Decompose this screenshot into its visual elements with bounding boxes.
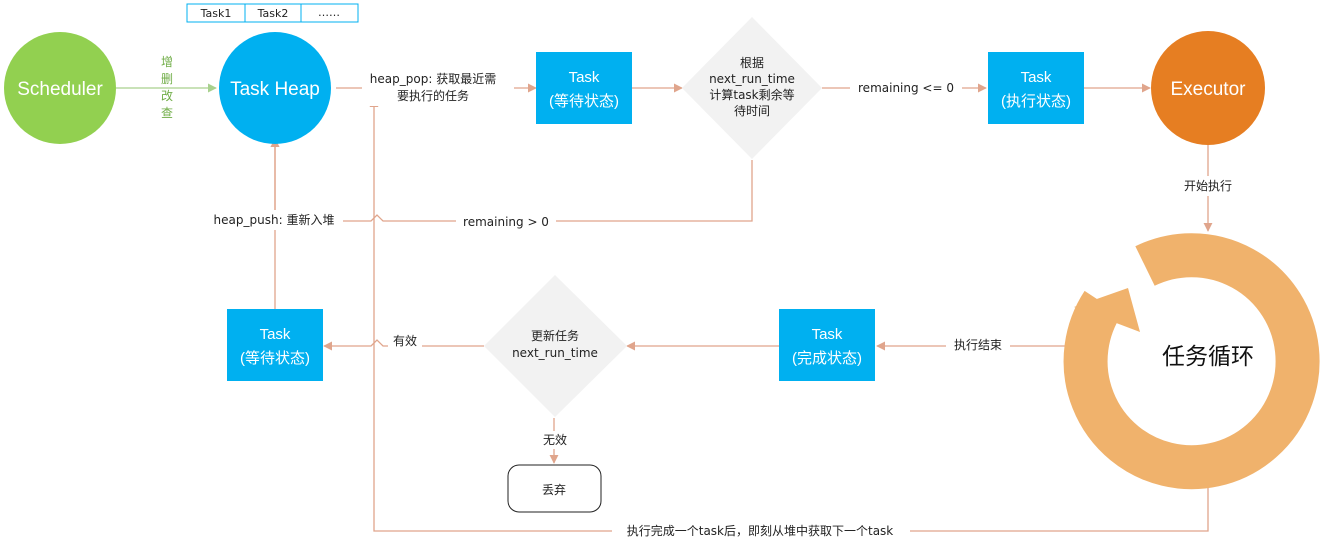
scheduler-node [4,32,116,144]
task-waiting-left-box [227,309,323,381]
loop-arrowhead [1074,288,1140,332]
exec-end-label-bg [946,336,1010,354]
heap-push-label: heap_push: 重新入堆 [214,212,335,227]
task-done-line2: (完成状态) [792,350,862,367]
scheduler-label: Scheduler [17,79,103,100]
task-waiting-top-box [536,52,632,124]
decision-remaining-line1: 根据 [740,56,764,70]
decision-remaining-line3: 计算task剩余等 [709,87,794,102]
loop-back-label: 执行完成一个task后，即刻从堆中获取下一个task [627,523,894,538]
valid-label: 有效 [393,333,417,348]
heap-item-2-label: Task2 [257,7,289,20]
discard-box [507,464,602,513]
crud-label-delete: 删 [161,72,173,86]
task-heap-node [219,32,331,144]
remaining-gt-label: remaining > 0 [463,215,549,229]
heap-push-label-bg [205,210,343,230]
decision-remaining-line4: 待时间 [734,104,770,118]
heap-item-1-label: Task1 [200,7,232,20]
heap-pop-label-line1: heap_pop: 获取最近需 [370,72,496,86]
decision-update-line2: next_run_time [512,346,598,360]
remaining-le-label: remaining <= 0 [858,81,954,95]
heap-pop-label-bg [362,70,514,106]
task-loop: 任务循环 [1063,233,1320,490]
task-running-line2: (执行状态) [1001,93,1071,110]
remaining-le-label-bg [850,78,962,96]
loop-ring [1063,233,1320,490]
executor-node [1151,31,1265,145]
valid-label-bg [388,332,422,350]
start-exec-label-bg [1176,176,1240,196]
crud-label-update: 改 [161,89,173,103]
crud-labels: 增 删 改 查 [161,55,173,120]
discard-label: 丢弃 [542,482,566,497]
executor-label: Executor [1171,79,1247,100]
task-running-box [988,52,1084,124]
task-done-box [779,309,875,381]
crud-label-add: 增 [161,55,173,69]
task-waiting-top-line1: Task [569,69,600,86]
task-done-line1: Task [812,326,843,343]
remaining-gt-label-bg [456,212,556,230]
task-heap-label: Task Heap [230,79,320,100]
exec-end-label: 执行结束 [954,338,1002,352]
invalid-label-bg [538,431,572,449]
task-waiting-top-line2: (等待状态) [549,92,619,110]
loop-back-label-bg [612,522,910,540]
arrow-remaining-gt-back-to-heap [270,138,753,222]
invalid-label: 无效 [543,432,567,447]
heap-item-3-label: …… [318,6,340,19]
heap-item-3 [300,3,359,23]
task-waiting-left-line2: (等待状态) [240,349,310,367]
heap-pop-label-line2: 要执行的任务 [397,88,469,103]
decision-remaining [682,17,822,159]
loop-label: 任务循环 [1162,344,1254,370]
task-waiting-left-line1: Task [260,326,291,343]
task-running-line1: Task [1021,69,1052,86]
crud-label-query: 查 [161,106,173,120]
decision-update [484,275,627,417]
start-exec-label: 开始执行 [1184,179,1232,193]
decision-remaining-line2: next_run_time [709,72,795,86]
heap-items: Task1 Task2 …… [186,3,359,23]
decision-update-line1: 更新任务 [531,328,579,343]
